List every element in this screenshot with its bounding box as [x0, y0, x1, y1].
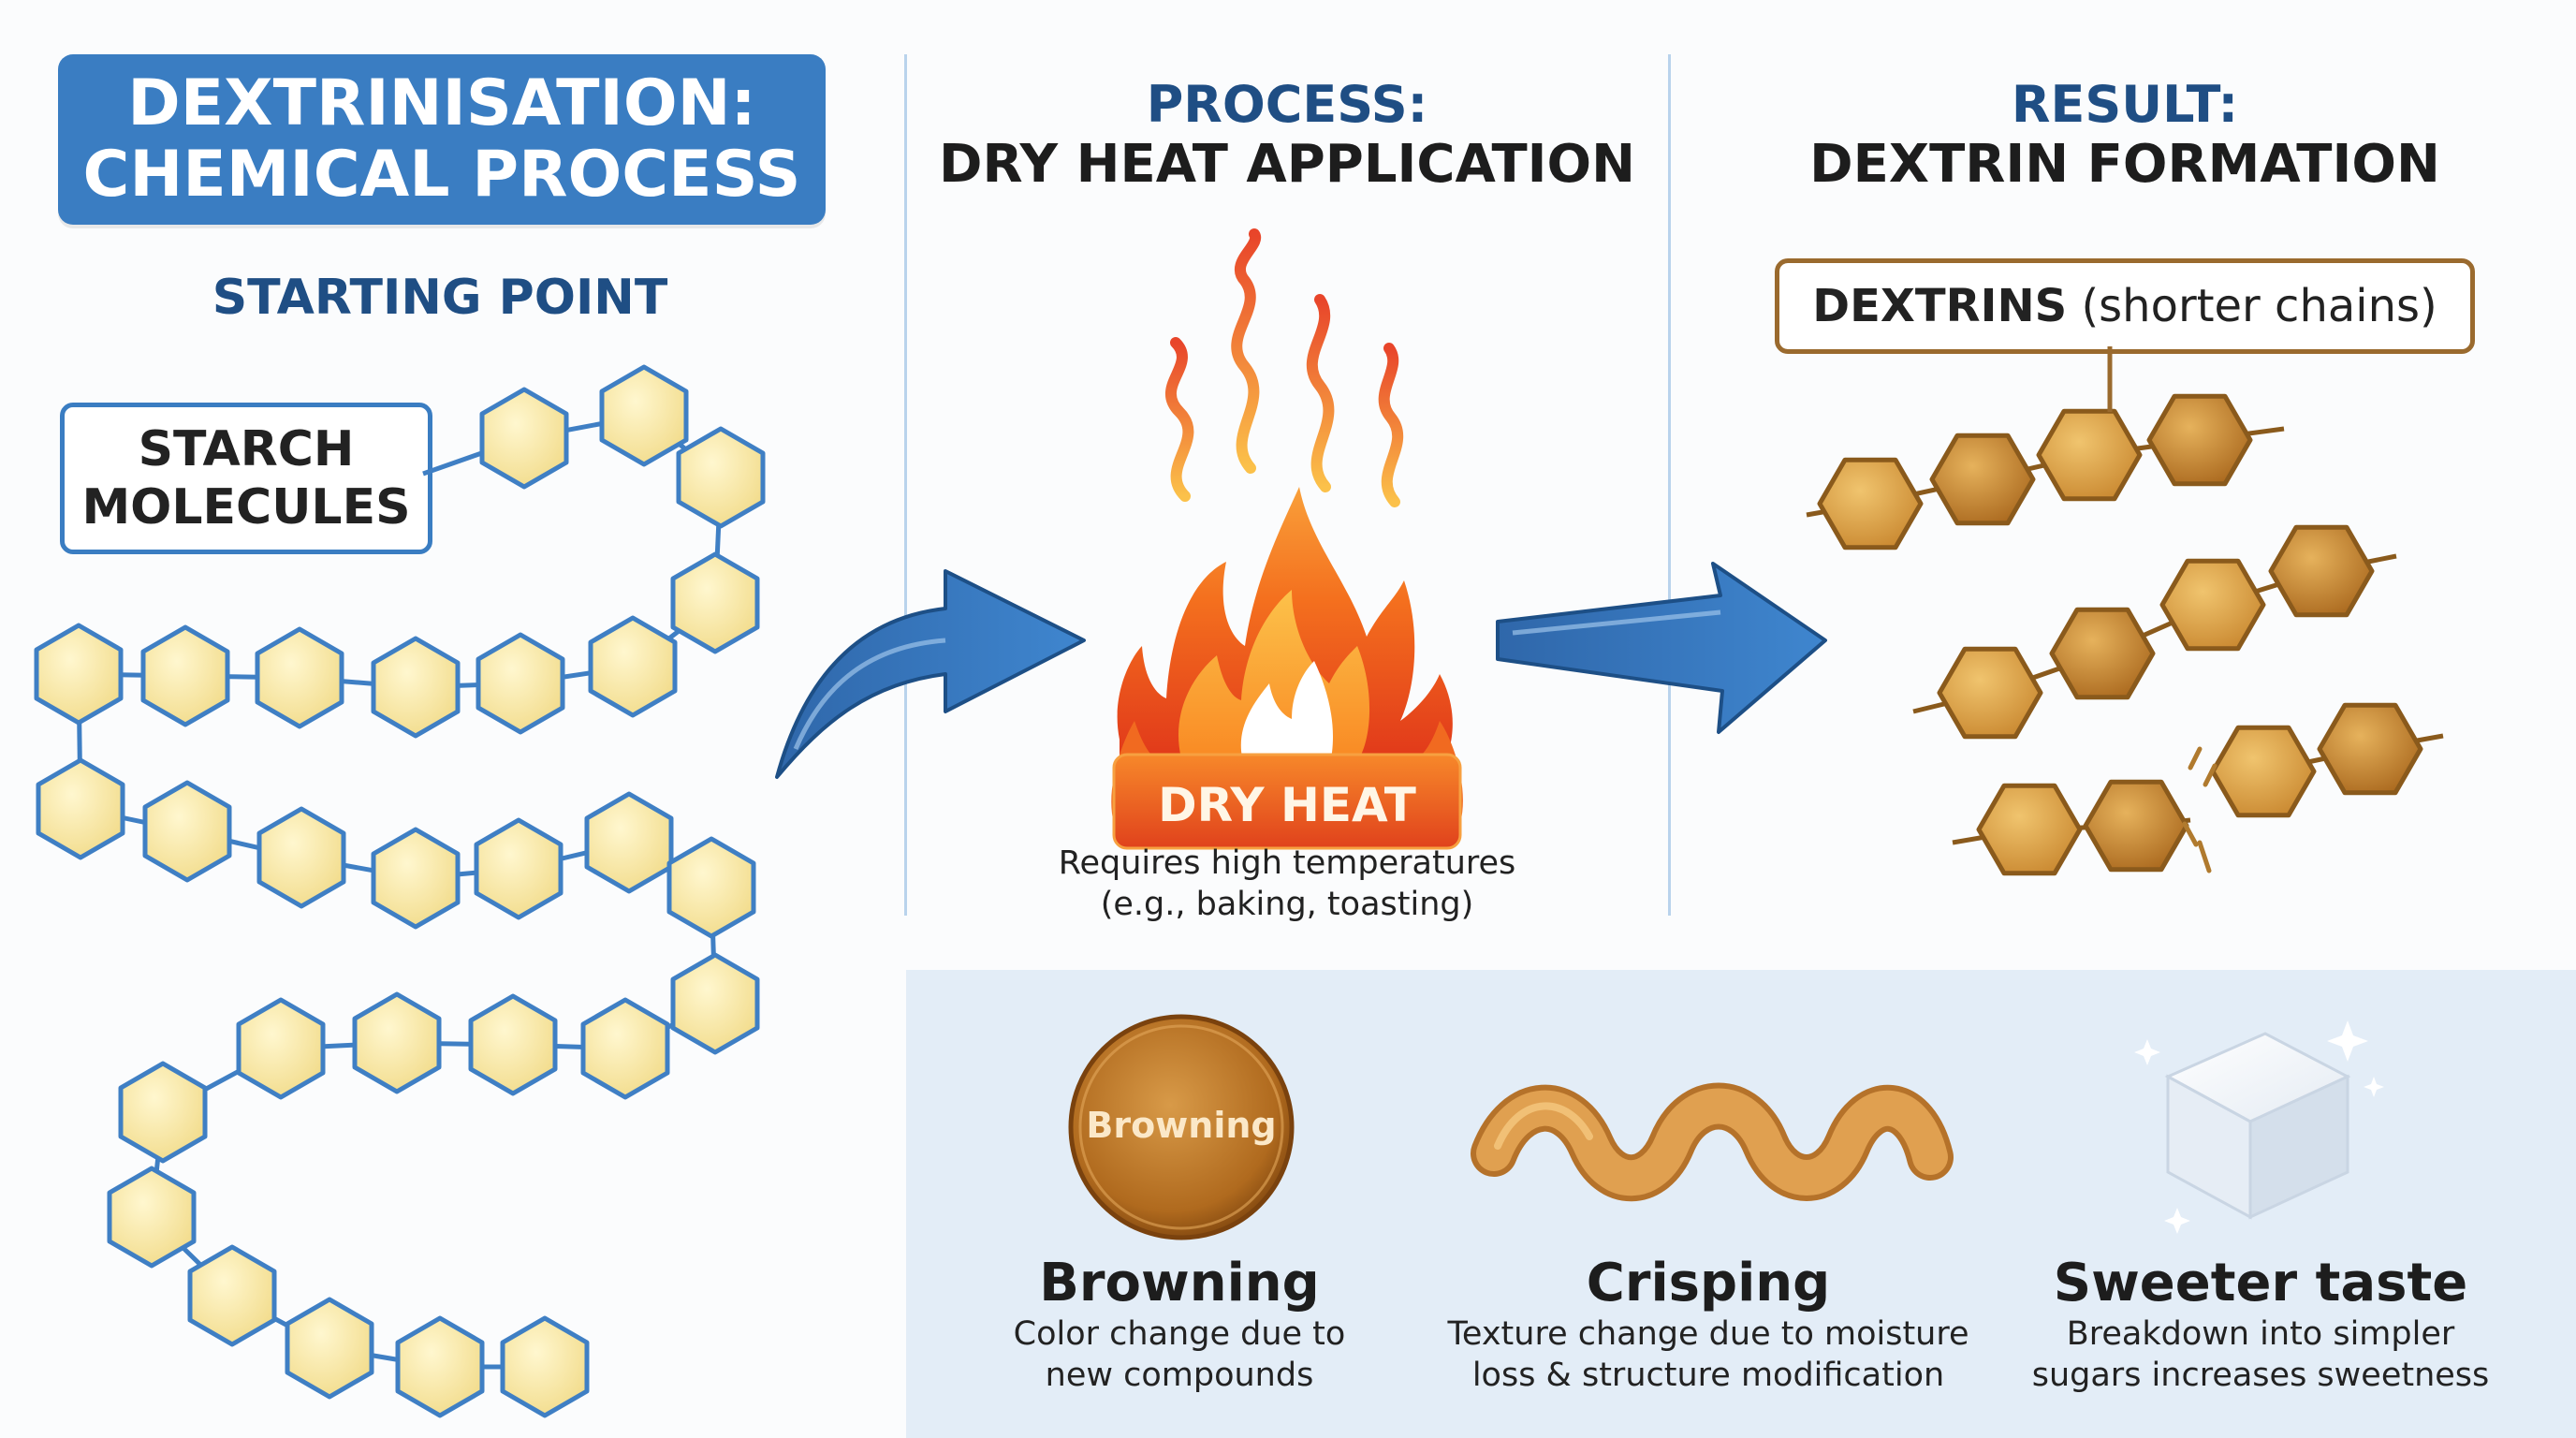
starch-unit-icon — [588, 615, 678, 718]
starch-unit-icon — [584, 791, 674, 894]
divider-right — [1668, 54, 1671, 916]
process-note-line-1: Requires high temperatures — [1058, 844, 1516, 882]
effect-crisping: Crisping Texture change due to moisture … — [1432, 1253, 1984, 1396]
effect-desc-line-2: new compounds — [1045, 1357, 1314, 1394]
process-note: Requires high temperatures (e.g., baking… — [992, 843, 1582, 925]
starch-unit-icon — [479, 387, 569, 490]
effect-browning: Browning Color change due to new compoun… — [973, 1253, 1385, 1396]
title-line-1: DEXTRINISATION: — [127, 66, 756, 140]
starch-label-line-1: STARCH — [138, 421, 355, 477]
dextrin-unit-icon — [2159, 558, 2266, 652]
starch-chain — [34, 364, 766, 1418]
starting-heading: STARTING POINT — [212, 270, 668, 326]
process-note-line-2: (e.g., baking, toasting) — [1100, 886, 1474, 923]
effect-desc-line-1: Texture change due to moisture — [1447, 1315, 1969, 1353]
dextrin-unit-icon — [2083, 779, 2189, 873]
break-marks-icon — [2182, 746, 2217, 873]
dextrin-unit-icon — [1976, 783, 2083, 876]
browning-disc-label: Browning — [1086, 1105, 1277, 1146]
starch-unit-icon — [371, 636, 461, 739]
starch-unit-icon — [476, 632, 565, 735]
dextrin-unit-icon — [2146, 393, 2253, 487]
flame-icon — [1117, 487, 1453, 768]
starch-unit-icon — [468, 993, 558, 1096]
starch-unit-icon — [140, 624, 230, 727]
effect-title: Browning — [1039, 1253, 1320, 1313]
starch-unit-icon — [599, 364, 689, 467]
starch-unit-icon — [255, 626, 344, 729]
starch-unit-icon — [352, 991, 442, 1094]
starch-unit-icon — [142, 780, 232, 883]
straight-arrow-icon — [1496, 562, 1827, 734]
dextrins-label-bold: DEXTRINS — [1812, 280, 2068, 332]
starch-unit-icon — [666, 836, 756, 939]
dextrin-unit-icon — [2036, 408, 2143, 502]
dextrin-unit-icon — [1937, 646, 2043, 740]
result-heading-line-2: DEXTRIN FORMATION — [1809, 134, 2440, 195]
starch-unit-icon — [670, 551, 760, 654]
crisp-curl-icon — [1471, 1082, 1954, 1202]
sparkle-icon — [2134, 1020, 2384, 1234]
effect-desc-line-2: sugars increases sweetness — [2031, 1357, 2490, 1394]
curved-arrow-icon — [775, 569, 1086, 779]
effect-title: Crisping — [1586, 1253, 1831, 1313]
starch-unit-icon — [107, 1166, 197, 1269]
effect-title: Sweeter taste — [2053, 1253, 2468, 1313]
starch-unit-icon — [676, 426, 766, 529]
effect-desc-line-1: Color change due to — [1013, 1315, 1346, 1353]
process-heading-line-2: DRY HEAT APPLICATION — [939, 134, 1635, 195]
starch-label-line-2: MOLECULES — [81, 479, 411, 536]
starch-unit-icon — [34, 623, 124, 726]
process-heading-line-1: PROCESS: — [1146, 75, 1428, 134]
dextrins-label: DEXTRINS (shorter chains) — [1775, 258, 2475, 354]
starch-unit-icon — [236, 997, 326, 1100]
starch-unit-icon — [285, 1297, 374, 1400]
starch-unit-icon — [670, 952, 760, 1055]
dry-heat-label: DRY HEAT — [1158, 778, 1416, 832]
starch-unit-icon — [500, 1315, 590, 1418]
effect-sweeter: Sweeter taste Breakdown into simpler sug… — [2012, 1253, 2509, 1396]
divider-left — [904, 54, 907, 916]
starch-unit-icon — [371, 827, 461, 930]
dextrin-unit-icon — [2317, 702, 2423, 796]
process-heading: PROCESS: DRY HEAT APPLICATION — [917, 75, 1657, 195]
heat-waves-icon — [1164, 228, 1404, 507]
starch-unit-icon — [474, 817, 564, 920]
starch-unit-icon — [187, 1244, 277, 1347]
effect-desc-line-1: Breakdown into simpler — [2066, 1315, 2455, 1353]
starch-unit-icon — [118, 1061, 208, 1164]
dextrins-label-rest: (shorter chains) — [2067, 280, 2437, 332]
dextrin-unit-icon — [2210, 725, 2317, 818]
starch-unit-icon — [395, 1315, 485, 1418]
starch-unit-icon — [256, 806, 346, 909]
title-box: DEXTRINISATION: CHEMICAL PROCESS — [58, 54, 826, 225]
starch-unit-icon — [36, 757, 125, 860]
result-heading: RESULT: DEXTRIN FORMATION — [1769, 75, 2481, 195]
dry-heat-plate — [1111, 721, 1463, 850]
title-line-2: CHEMICAL PROCESS — [82, 138, 801, 212]
dextrin-unit-icon — [1817, 457, 1924, 550]
dextrin-unit-icon — [1929, 433, 2036, 526]
effect-desc-line-2: loss & structure modification — [1471, 1357, 1945, 1394]
result-heading-line-1: RESULT: — [2011, 75, 2239, 134]
sugar-cube-icon — [2164, 1032, 2351, 1220]
dextrin-unit-icon — [2049, 607, 2156, 700]
starch-unit-icon — [580, 997, 670, 1100]
dextrin-unit-icon — [2268, 524, 2375, 618]
browning-disc-icon — [1068, 1014, 1295, 1240]
dextrin-chains — [1806, 393, 2444, 876]
starch-label: STARCH MOLECULES — [60, 403, 432, 554]
